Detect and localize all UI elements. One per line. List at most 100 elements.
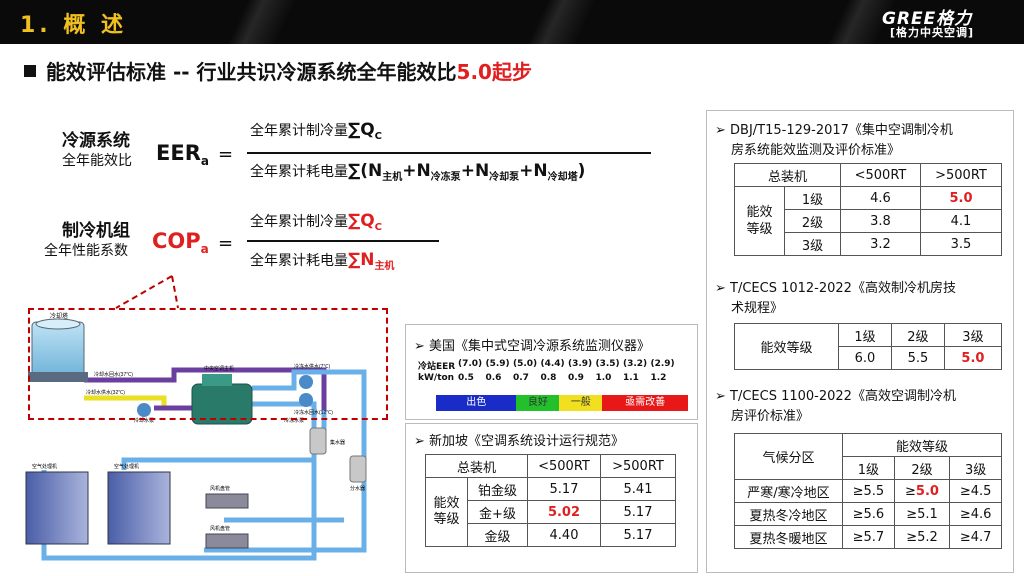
- table-cell: ≥4.5: [949, 479, 1002, 503]
- table-row: 夏热冬暖地区 ≥5.7 ≥5.2 ≥4.7: [734, 525, 1002, 549]
- table-row: 3级 3.2 3.5: [735, 232, 1002, 256]
- cecs1100-title-line1: ➢ T/CECS 1100-2022《高效空调制冷机: [715, 389, 956, 404]
- schematic-label-cw-pump: 冷却水泵: [134, 417, 154, 424]
- cecs1012-title-line2: 术规程》: [731, 301, 784, 316]
- schematic-label-collector: 集水器: [330, 439, 345, 446]
- formula2-numerator: 全年累计制冷量∑QC: [250, 211, 382, 233]
- table-row: 气候分区 能效等级: [734, 433, 1002, 480]
- efficiency-band: 良好: [516, 395, 560, 411]
- cecs1012-title-line1: ➢ T/CECS 1012-2022《高效制冷机房技: [715, 281, 956, 296]
- schematic-label-chw-return: 冷冻水回水(12℃): [294, 409, 333, 416]
- eer-value: (3.2): [623, 359, 648, 369]
- us-panel-title: ➢ 美国《集中式空调冷源系统监测仪器》: [414, 339, 651, 354]
- hvac-diagram-svg: 冷却塔 冷却水回水(37℃) 冷却水供水(32℃) 冷却水泵 中央空调主机 冷冻…: [25, 312, 367, 561]
- schematic-label-ahu1: 空气处理机: [32, 463, 57, 470]
- table-cell: >500RT: [600, 454, 676, 478]
- eer-symbol: EERa: [156, 141, 209, 168]
- table-cell: 夏热冬冷地区: [734, 502, 843, 526]
- table-cell: 能效等级: [734, 186, 785, 256]
- table-cell: 3.8: [840, 209, 921, 233]
- table-cell: 6.0: [838, 346, 892, 370]
- eer-value: (2.9): [650, 359, 675, 369]
- table-cell: 能效等级: [842, 433, 1002, 457]
- logo-sub: [格力中央空调]: [890, 26, 975, 39]
- schematic-label-chw-supply: 冷冻水供水(7℃): [294, 363, 330, 370]
- efficiency-color-bar: 出色良好一般亟需改善: [436, 395, 688, 411]
- eer-value: (5.0): [513, 359, 538, 369]
- table-row: 夏热冬冷地区 ≥5.6 ≥5.1 ≥4.6: [734, 502, 1002, 526]
- singapore-standard-panel: ➢ 新加坡《空调系统设计运行规范》 总装机 <500RT >500RT 能效等级…: [405, 423, 698, 573]
- schematic-label-tower: 冷却塔: [50, 312, 68, 320]
- us-standard-panel: ➢ 美国《集中式空调冷源系统监测仪器》 冷站EER kW/ton (7.0)(5…: [405, 324, 698, 420]
- table-cell: 1级: [784, 186, 841, 210]
- table-cell: ≥5.6: [842, 502, 895, 526]
- formula1-numerator: 全年累计制冷量∑QC: [250, 120, 382, 142]
- table-cell: 3级: [784, 232, 841, 256]
- schematic-label-fcu1: 风机盘管: [210, 485, 230, 492]
- table-row: 能效等级 1级 2级 3级: [734, 323, 1003, 370]
- kwton-value: 0.7: [513, 373, 529, 383]
- table-cell: 2级: [890, 323, 945, 347]
- formula2-name: 制冷机组: [62, 221, 130, 241]
- headline: 能效评估标准 -- 行业共识冷源系统全年能效比5.0起步: [24, 56, 532, 85]
- table-row: 严寒/寒冷地区 ≥5.5 ≥5.0 ≥4.5: [734, 479, 1002, 503]
- table-cell: 夏热冬暖地区: [734, 525, 843, 549]
- table-cell: 5.0: [920, 186, 1002, 210]
- formula1-desc: 全年能效比: [62, 153, 132, 169]
- table-cell: 能效等级: [734, 323, 839, 370]
- cop-symbol: COPa: [152, 229, 209, 256]
- table-cell: >500RT: [920, 163, 1002, 187]
- table-row: 6.0 5.5 5.0: [735, 346, 1003, 370]
- eer-value: (3.9): [568, 359, 593, 369]
- formula1-name: 冷源系统: [62, 131, 130, 151]
- table-cell: 4.40: [527, 523, 601, 547]
- schematic-label-cw-return: 冷却水回水(37℃): [94, 371, 133, 378]
- table-cell: 5.17: [600, 500, 676, 524]
- table-cell: 4.1: [920, 209, 1002, 233]
- cecs1100-title-line2: 房评价标准》: [731, 409, 810, 424]
- logo-brand: GREE格力: [882, 9, 973, 29]
- dbj-title-line2: 房系统能效监测及评价标准》: [731, 143, 901, 158]
- schematic-label-fcu2: 风机盘管: [210, 525, 230, 532]
- table-cell: 5.41: [600, 477, 676, 501]
- table-cell: ≥5.2: [893, 525, 951, 549]
- formula2-equals: =: [218, 233, 234, 254]
- table-cell: 严寒/寒冷地区: [734, 479, 843, 503]
- schematic-label-ahu2: 空气处理机: [114, 463, 139, 470]
- table-row: 能效等级 铂金级 5.17 5.41: [425, 477, 676, 547]
- table-cell: <500RT: [527, 454, 601, 478]
- dbj-title-line1: ➢ DBJ/T15-129-2017《集中空调制冷机: [715, 123, 953, 138]
- headline-highlight: 5.0起步: [456, 60, 532, 84]
- table-row: 总装机 <500RT >500RT: [425, 454, 676, 478]
- chiller-room-highlight-box: [28, 308, 388, 420]
- table-cell: ≥5.5: [842, 479, 895, 503]
- table-cell: 总装机: [425, 454, 528, 478]
- table-cell: 2级: [784, 209, 841, 233]
- table-cell: 5.0: [943, 346, 1003, 370]
- efficiency-band: 出色: [436, 395, 517, 411]
- sg-panel-title: ➢ 新加坡《空调系统设计运行规范》: [414, 434, 625, 449]
- table-cell: 铂金级: [467, 477, 528, 501]
- kwton-value: 0.5: [458, 373, 474, 383]
- kwton-value: 1.1: [623, 373, 639, 383]
- table-cell: 1级: [838, 323, 892, 347]
- kwton-value: 1.2: [650, 373, 667, 383]
- table-cell: 1级: [842, 456, 895, 480]
- formula2-fraction-line: [247, 240, 439, 242]
- table-cell: 3级: [949, 456, 1002, 480]
- formula1-denominator: 全年累计耗电量∑(N主机+N冷冻泵+N冷却泵+N冷却塔): [250, 161, 586, 183]
- schematic-label-distributor: 分水器: [350, 485, 365, 492]
- efficiency-band: 一般: [559, 395, 603, 411]
- gree-logo: GREE格力 [格力中央空调]: [882, 4, 1002, 40]
- table-cell: ≥5.0: [893, 479, 951, 503]
- table-cell: 2级: [893, 456, 951, 480]
- table-cell: <500RT: [840, 163, 921, 187]
- cecs1012-table: 能效等级 1级 2级 3级 6.0 5.5 5.0: [734, 323, 1003, 370]
- table-cell: 能效等级: [425, 477, 468, 547]
- sg-table: 总装机 <500RT >500RT 能效等级 铂金级 5.17 5.41 金+级…: [425, 454, 676, 547]
- table-cell: 5.02: [527, 500, 601, 524]
- table-row: 金级 4.40 5.17: [426, 523, 676, 547]
- headline-text: 能效评估标准 -- 行业共识冷源系统全年能效比: [46, 60, 457, 84]
- us-row1-label: 冷站EER: [418, 362, 456, 372]
